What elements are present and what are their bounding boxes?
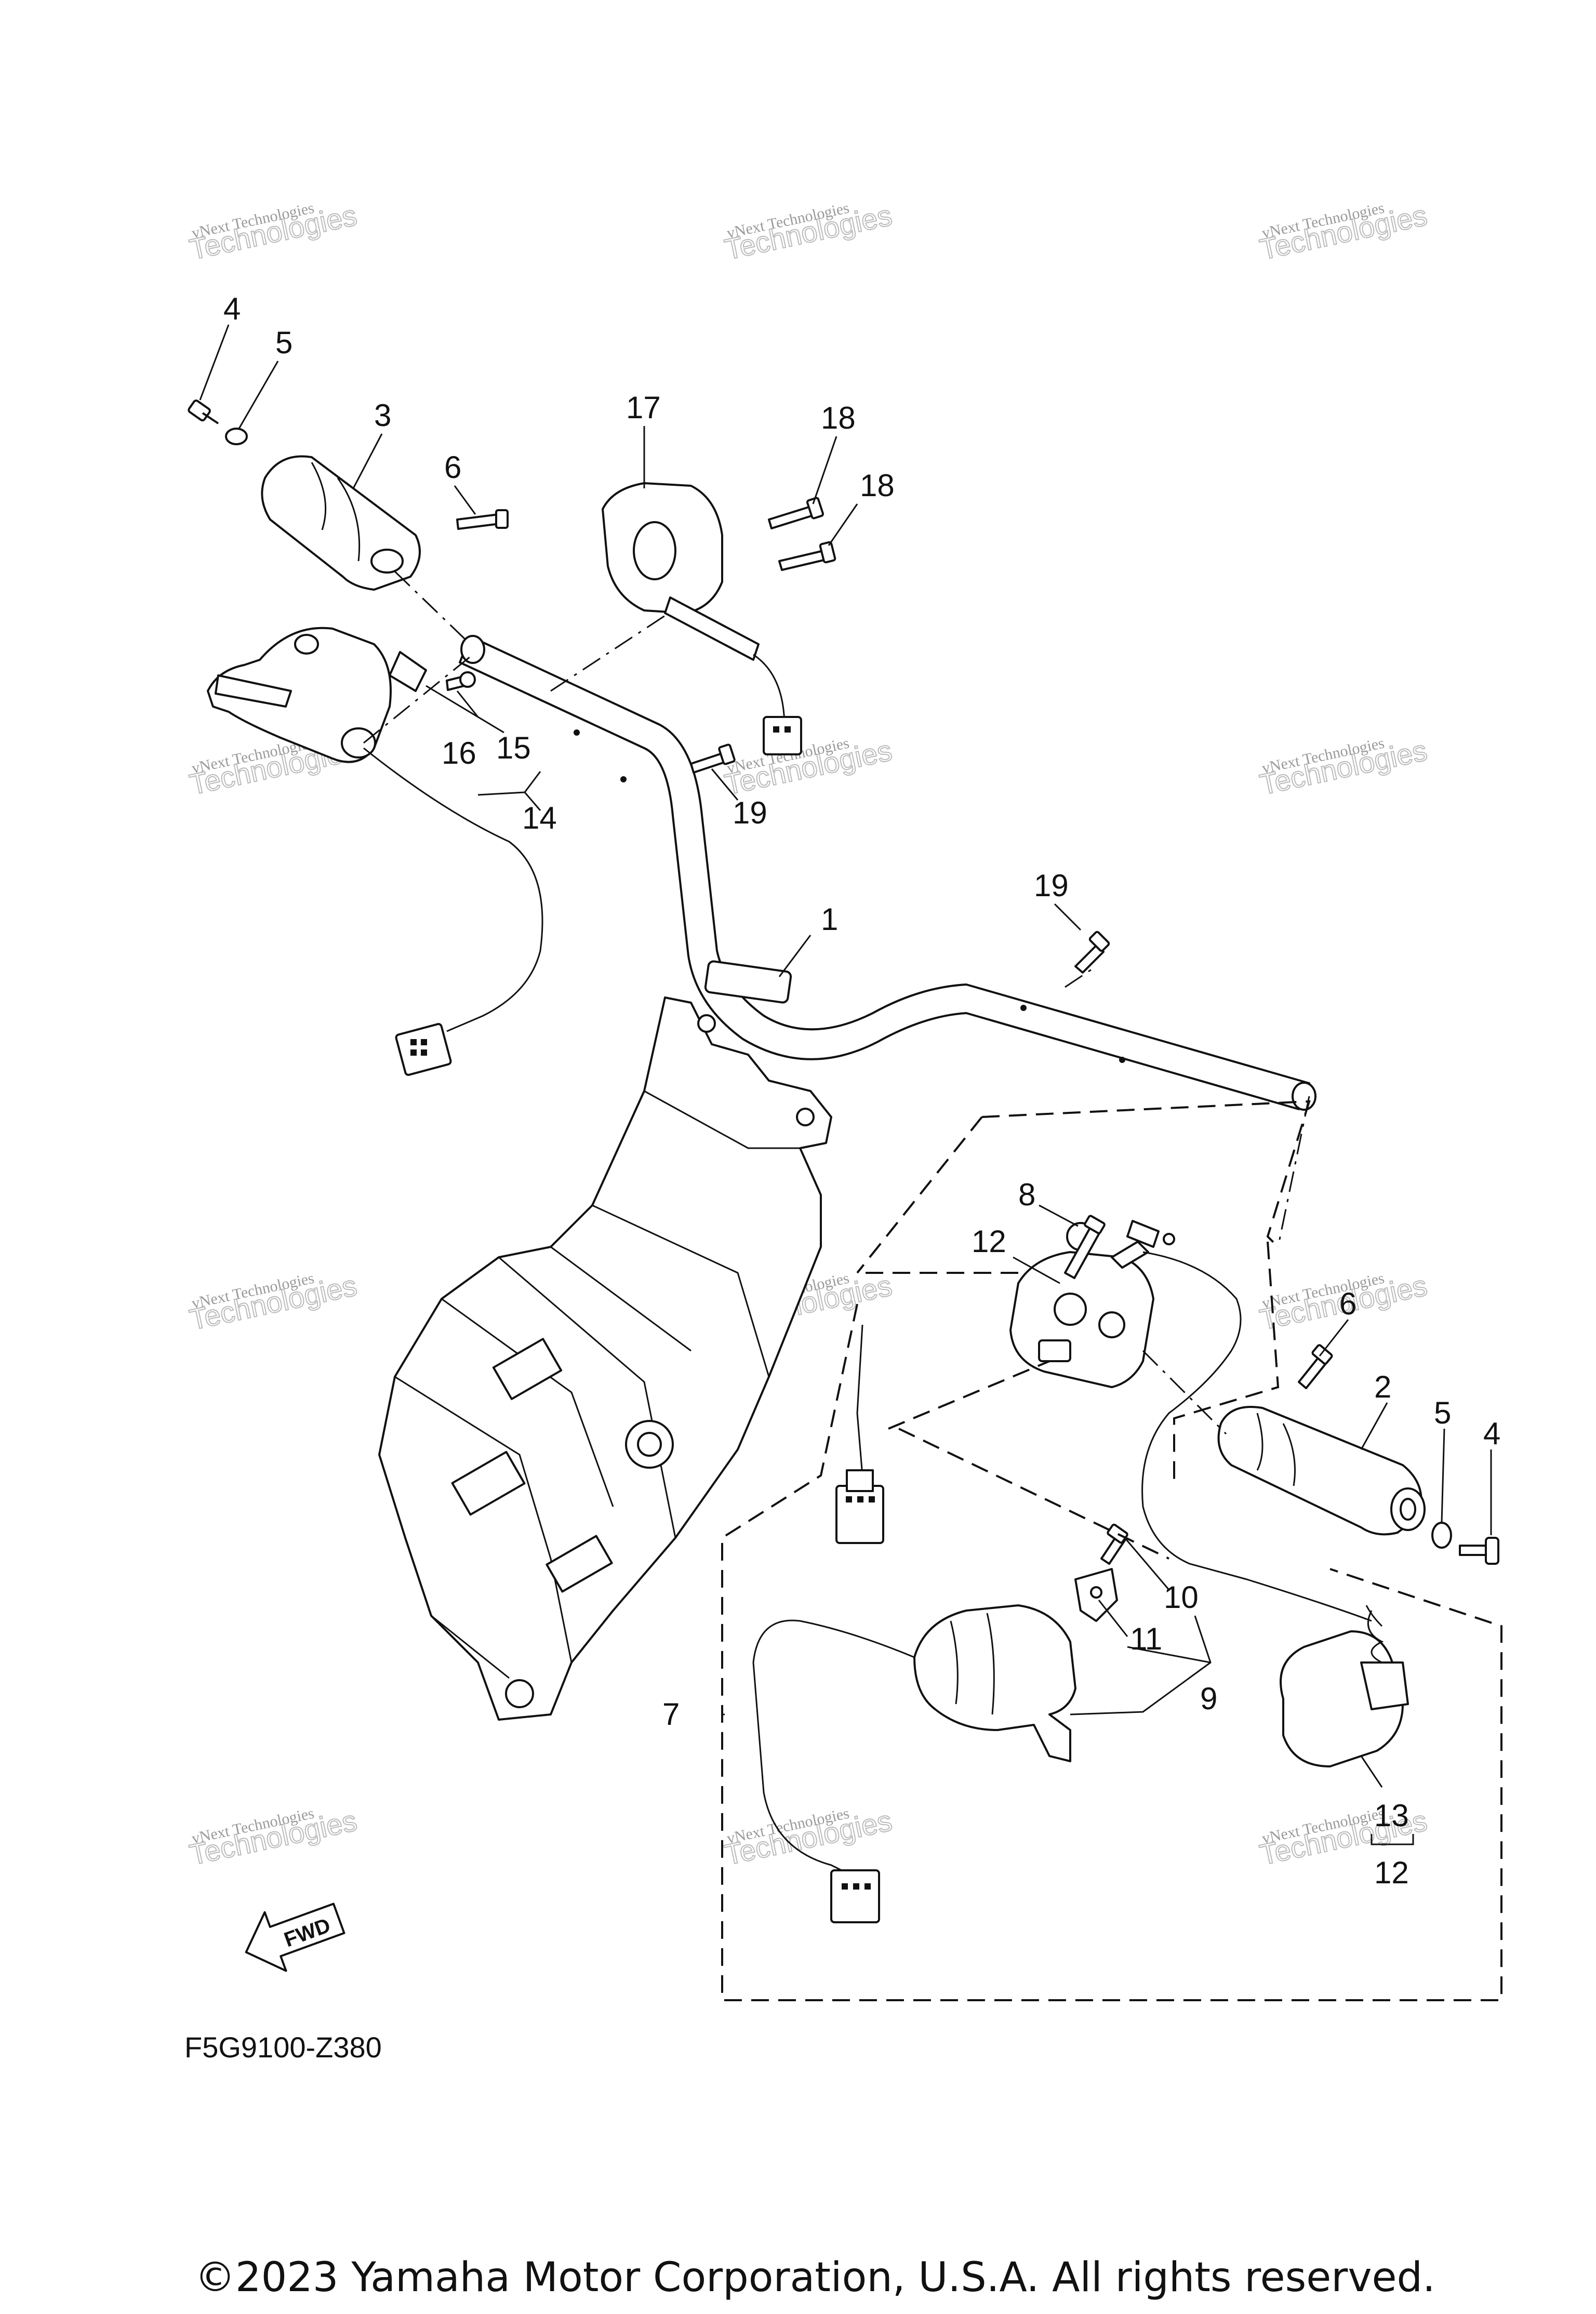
right-switch-wire-plug <box>1126 1220 1175 1248</box>
watermark-5: Technologies vNext Technologies <box>721 733 895 802</box>
lever-switch-wire <box>752 1619 915 1877</box>
fwd-arrow: FWD <box>245 1903 345 1972</box>
callout-5-left: 5 <box>275 325 292 360</box>
right-washer-part-5 <box>1431 1522 1452 1549</box>
group-box-upper <box>856 1100 1311 1274</box>
left-screw-part-4 <box>188 400 219 424</box>
callout-labels: 1 2 3 4 4 5 5 6 6 7 8 9 10 11 12 12 13 1… <box>223 291 1500 1890</box>
callout-8: 8 <box>1018 1177 1035 1212</box>
watermark-11: Technologies vNext Technologies <box>721 1803 895 1872</box>
callout-17: 17 <box>626 390 661 425</box>
left-switch-wire <box>363 747 543 1032</box>
right-grip-part-2 <box>1217 1406 1426 1536</box>
callout-7: 7 <box>662 1697 680 1732</box>
callout-6-right: 6 <box>1339 1286 1356 1321</box>
throttle-housing-part-17 <box>602 482 786 728</box>
axis-line-right-grip <box>1142 1350 1227 1435</box>
left-switch-part-14 <box>207 627 392 763</box>
screw-part-15 <box>446 671 476 691</box>
axis-line-left-grip <box>394 570 469 643</box>
callout-11: 11 <box>1130 1621 1162 1656</box>
leader-lines <box>199 324 1492 1845</box>
right-screw-part-4 <box>1459 1537 1499 1565</box>
steering-column <box>378 996 832 1721</box>
screw-part-8 <box>1064 1215 1106 1279</box>
callout-4-right: 4 <box>1483 1416 1500 1451</box>
screw-part-18-b <box>778 541 836 571</box>
callout-5-right: 5 <box>1434 1395 1451 1430</box>
left-washer-part-5 <box>225 428 248 445</box>
copyright-notice: ©2023 Yamaha Motor Corporation, U.S.A. A… <box>195 2254 1435 2301</box>
watermark-3: Technologies vNext Technologies <box>1256 198 1430 267</box>
callout-2: 2 <box>1374 1369 1391 1404</box>
right-switch-wire <box>1141 1251 1372 1622</box>
screw-part-19-a <box>690 743 736 774</box>
callout-12-top: 12 <box>972 1224 1006 1259</box>
right-switch-base-part-12 <box>1009 1222 1154 1388</box>
axis-line-throttle <box>550 615 666 692</box>
clamp-part-16 <box>389 651 427 692</box>
lever-switch-part-9 <box>913 1604 1076 1762</box>
callout-10: 10 <box>1164 1580 1199 1615</box>
callout-4-left: 4 <box>223 291 241 326</box>
axis-line-screw-19 <box>1065 965 1097 988</box>
screw-part-6-left <box>456 509 509 530</box>
watermark-2: Technologies vNext Technologies <box>721 198 895 267</box>
screw-part-18-a <box>768 497 824 529</box>
group-box-mid <box>888 1360 1169 1560</box>
right-switch-connector <box>835 1469 884 1544</box>
screw-part-6-right <box>1298 1344 1333 1389</box>
right-switch-cable <box>856 1324 863 1476</box>
axis-line-left-switch <box>363 654 473 744</box>
callout-13: 13 <box>1374 1798 1409 1833</box>
watermark-1: Technologies vNext Technologies <box>186 198 360 267</box>
left-switch-connector <box>395 1023 452 1076</box>
callout-15: 15 <box>496 730 531 765</box>
lanyard-clip-part-13 <box>1280 1605 1409 1767</box>
callout-3: 3 <box>374 398 391 433</box>
group-box-upper-right <box>1173 1241 1280 1481</box>
watermark-10: Technologies vNext Technologies <box>186 1803 360 1872</box>
handlebar-part-1 <box>459 635 1316 1111</box>
screw-part-10 <box>1100 1523 1128 1565</box>
axis-line-right-end <box>1277 1096 1310 1247</box>
callout-16: 16 <box>442 736 476 770</box>
screw-part-19-b <box>1074 930 1110 974</box>
callout-9: 9 <box>1200 1681 1217 1716</box>
bracket-part-11 <box>1074 1568 1118 1622</box>
callout-14: 14 <box>522 801 557 835</box>
callout-19-a: 19 <box>733 795 767 830</box>
lever-switch-connector <box>830 1869 880 1923</box>
watermark-7: Technologies vNext Technologies <box>186 1268 360 1337</box>
watermark-6: Technologies vNext Technologies <box>1256 733 1430 802</box>
callout-18-b: 18 <box>860 468 895 503</box>
group-box-lower <box>721 1304 1502 2001</box>
callout-19-b: 19 <box>1034 868 1069 903</box>
callout-18-a: 18 <box>821 401 856 435</box>
throttle-connector <box>763 716 802 755</box>
diagram-code: F5G9100-Z380 <box>184 2031 382 2064</box>
left-grip-part-3 <box>261 455 421 591</box>
callout-6-left: 6 <box>444 450 461 485</box>
callout-1: 1 <box>821 902 838 937</box>
callout-12-bottom: 12 <box>1374 1855 1409 1890</box>
